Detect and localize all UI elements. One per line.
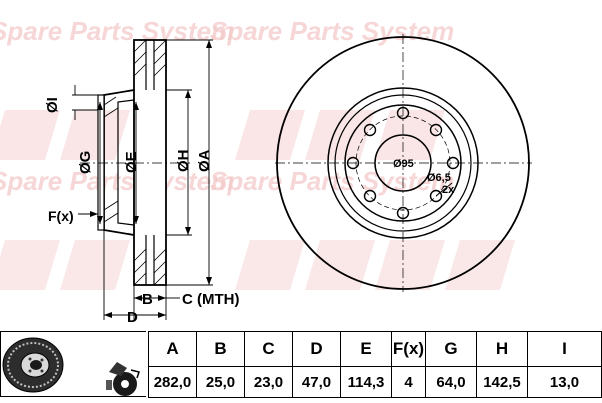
label-hole-size: Ø6,5 xyxy=(427,172,451,184)
bolt-hole xyxy=(363,189,377,203)
bolt-hole xyxy=(429,189,443,203)
spec-value-b: 25,0 xyxy=(196,366,245,398)
label-dim-e: ØE xyxy=(123,151,140,173)
spec-strip: A B C D E F(x) G H I 282,0 25,0 23,0 47,… xyxy=(0,328,602,401)
label-dim-d: D xyxy=(127,309,138,326)
section-hatch xyxy=(133,39,167,286)
spec-value-row: 282,0 25,0 23,0 47,0 114,3 4 64,0 142,5 … xyxy=(148,366,602,398)
spec-header-a: A xyxy=(148,331,197,367)
label-dim-i: ØI xyxy=(44,97,61,113)
watermark-text: Spare Parts System xyxy=(0,16,234,46)
spec-header-f: F(x) xyxy=(391,331,426,367)
spec-header-b: B xyxy=(196,331,245,367)
spec-header-c: C xyxy=(244,331,293,367)
spec-value-i: 13,0 xyxy=(527,366,602,398)
label-dim-f: F(x) xyxy=(48,208,74,224)
watermark-logo xyxy=(235,240,515,290)
spec-header-i: I xyxy=(527,331,602,367)
label-dim-a: ØA xyxy=(196,149,213,172)
spec-value-a: 282,0 xyxy=(148,366,197,398)
bolt-hole xyxy=(429,123,443,137)
spec-value-c: 23,0 xyxy=(244,366,293,398)
label-dim-b: B xyxy=(142,291,153,308)
spec-value-e: 114,3 xyxy=(340,366,392,398)
spec-value-h: 142,5 xyxy=(476,366,528,398)
spec-header-e: E xyxy=(340,331,392,367)
hat-hatch xyxy=(103,96,119,223)
label-pcd: Ø95 xyxy=(393,158,414,170)
watermark-logo xyxy=(0,240,130,290)
thumbnail-frame xyxy=(0,331,146,397)
brake-icon xyxy=(106,362,140,396)
label-hole-count: 2x xyxy=(442,184,455,196)
spec-header-g: G xyxy=(425,331,477,367)
screw-hole xyxy=(396,206,410,220)
watermark-text: Spare Parts System xyxy=(0,166,234,196)
screw-hole xyxy=(396,106,410,120)
watermark-text: Spare Parts System xyxy=(210,16,454,46)
label-dim-c: C (MTH) xyxy=(182,291,239,308)
bolt-hole xyxy=(363,123,377,137)
spec-value-g: 64,0 xyxy=(425,366,477,398)
technical-drawing: Spare Parts System Spare Parts System Sp… xyxy=(0,16,532,326)
label-dim-h: ØH xyxy=(175,150,192,173)
disc-thumbnail xyxy=(2,337,140,396)
screw-hole xyxy=(446,156,460,170)
front-view xyxy=(275,34,532,292)
spec-header-d: D xyxy=(292,331,341,367)
watermark-logo xyxy=(235,110,445,160)
screw-hole xyxy=(346,156,360,170)
side-dimensions xyxy=(72,39,213,320)
label-dim-g: ØG xyxy=(77,151,94,174)
watermark-logo xyxy=(0,110,130,160)
spec-value-f: 4 xyxy=(391,366,426,398)
watermark-text: Spare Parts System xyxy=(210,166,454,196)
side-section-view xyxy=(80,39,190,286)
spec-header-h: H xyxy=(476,331,528,367)
spec-value-d: 47,0 xyxy=(292,366,341,398)
spec-header-row: A B C D E F(x) G H I xyxy=(148,331,602,367)
spec-table: A B C D E F(x) G H I 282,0 25,0 23,0 47,… xyxy=(148,331,602,398)
